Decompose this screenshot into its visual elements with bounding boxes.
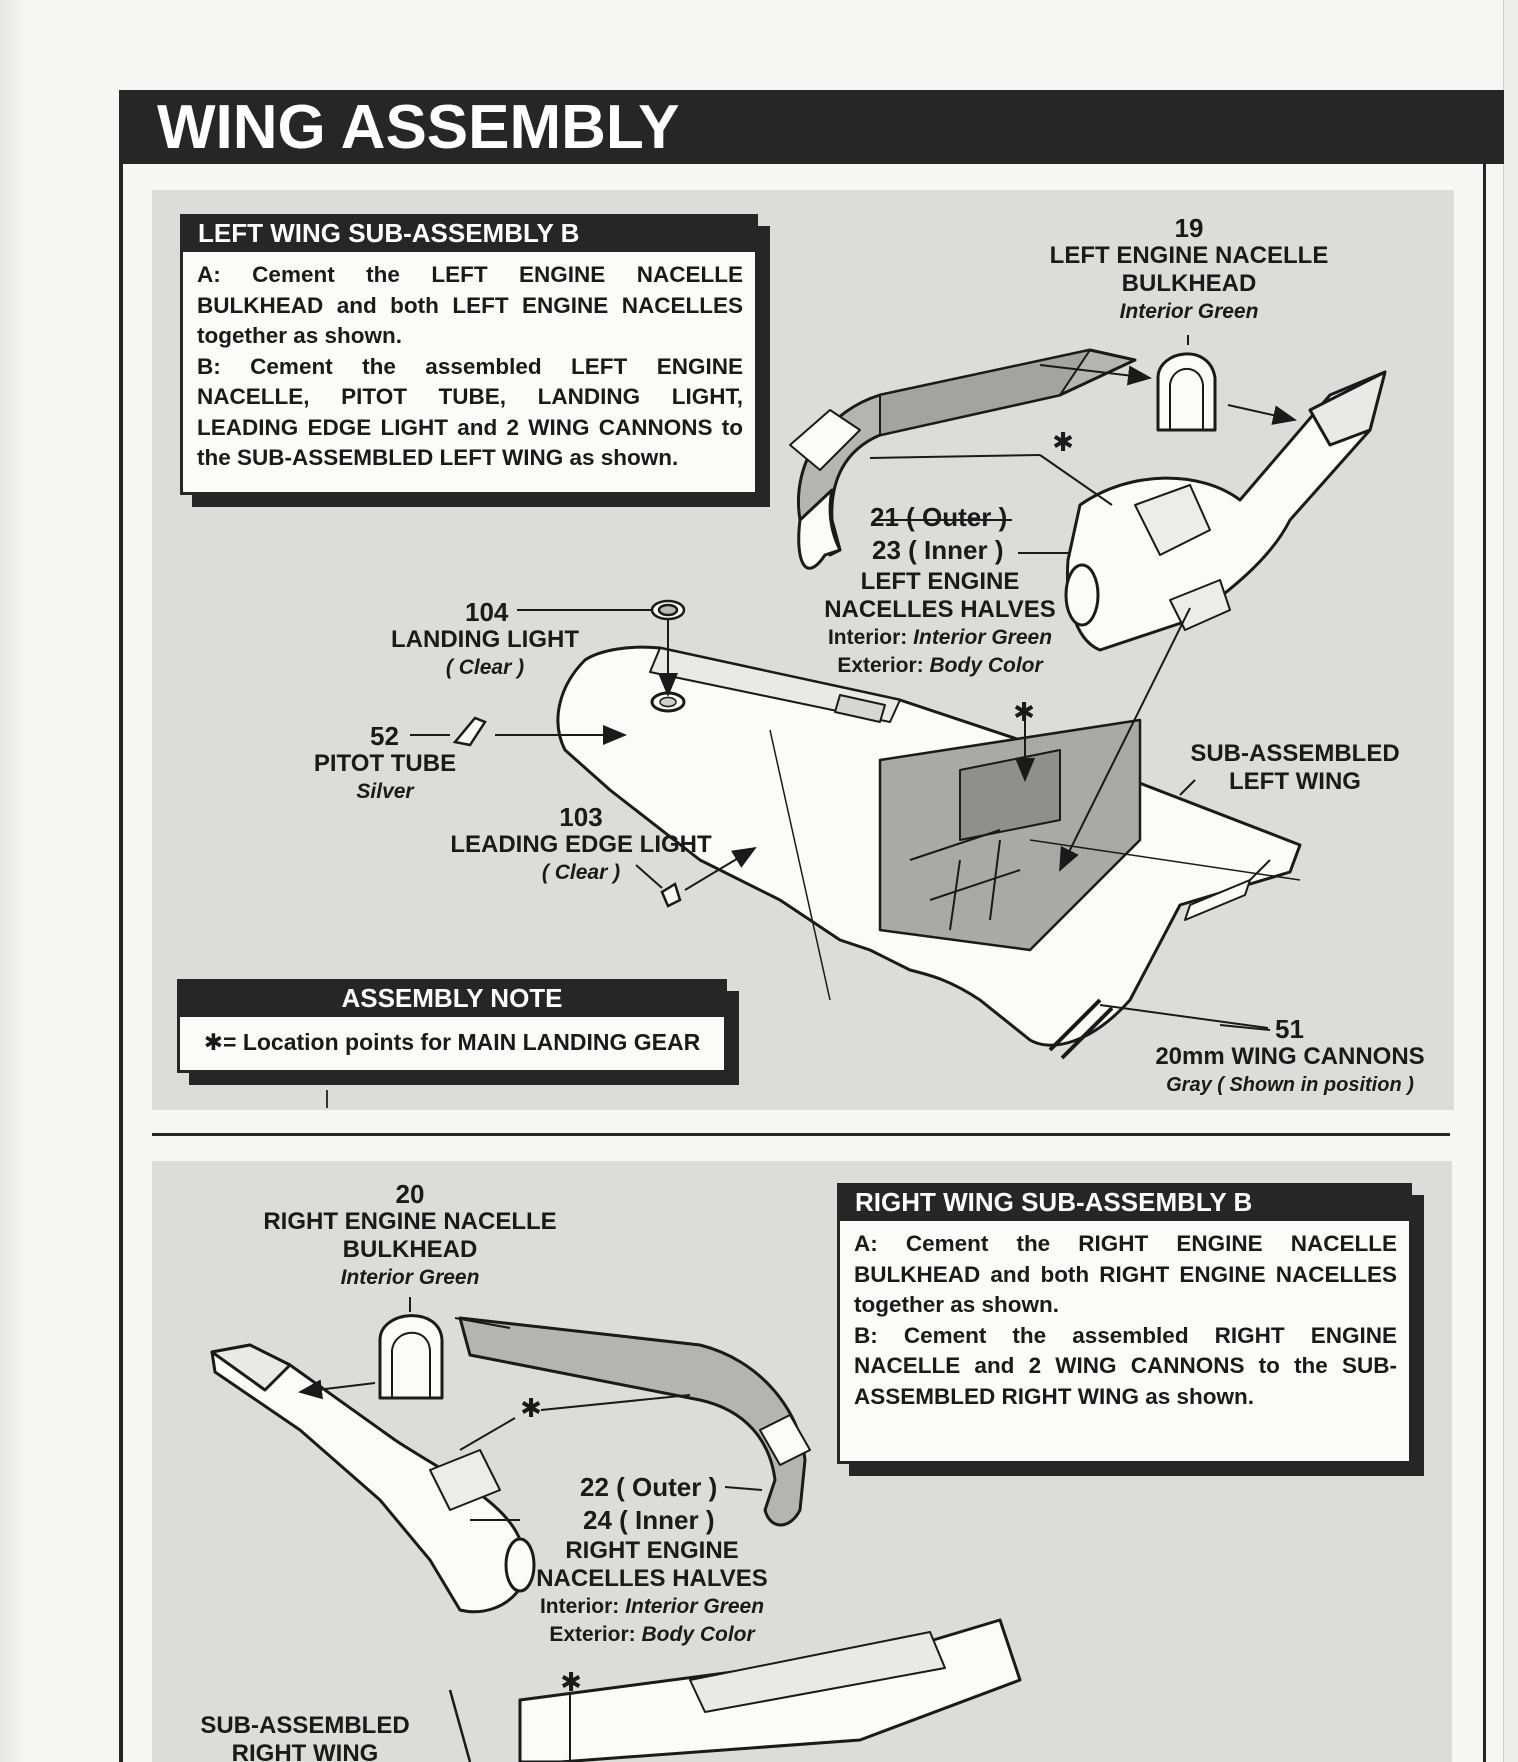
left-nacelles-label: LEFT ENGINE NACELLES HALVES Interior: In… — [815, 568, 1065, 680]
asterisk-marker: ✱ — [560, 1667, 582, 1697]
part-name: RIGHT ENGINE — [565, 1537, 739, 1564]
asterisk-marker: ✱ — [520, 1393, 542, 1423]
page-edge — [0, 0, 28, 1762]
right-nacelle-drawing — [210, 1314, 1022, 1762]
asterisk-marker: ✱ — [1013, 697, 1035, 727]
interior-color: Interior Green — [913, 626, 1053, 649]
left-step-b: B: Cement the assembled LEFT ENGINE NACE… — [197, 353, 743, 471]
part-name: BULKHEAD — [342, 1236, 478, 1263]
part-number: 52 — [370, 721, 399, 751]
part-name: SUB-ASSEMBLED — [1190, 740, 1400, 767]
part-name: RIGHT ENGINE NACELLE — [263, 1208, 557, 1235]
part-23-label: 23 ( Inner ) — [872, 535, 1004, 565]
print-mark — [326, 1090, 328, 1108]
part-color: Interior Green — [1119, 300, 1259, 323]
assembly-note-header: ASSEMBLY NOTE — [177, 979, 727, 1017]
part-color: Silver — [356, 780, 414, 803]
part-name: 20mm WING CANNONS — [1155, 1043, 1425, 1070]
part-20-label: 20 RIGHT ENGINE NACELLE BULKHEAD Interio… — [255, 1180, 565, 1292]
assembly-note-box: ASSEMBLY NOTE ✱= Location points for MAI… — [177, 979, 739, 1085]
left-wing-drawing — [556, 645, 1302, 1060]
part-24-label: 24 ( Inner ) — [583, 1505, 715, 1535]
right-wing-label: SUB-ASSEMBLED RIGHT WING — [195, 1712, 415, 1762]
part-number: 104 — [465, 597, 509, 627]
left-wing-label: SUB-ASSEMBLED LEFT WING — [1190, 740, 1400, 796]
part-52-label: 52 PITOT TUBE Silver — [310, 722, 460, 806]
pitot-tube-part — [452, 716, 487, 747]
right-nacelles-label: RIGHT ENGINE NACELLES HALVES Interior: I… — [532, 1537, 772, 1649]
part-name: RIGHT WING — [231, 1740, 379, 1762]
page-title: WING ASSEMBLY — [157, 93, 680, 162]
left-wing-leaders — [410, 335, 1297, 1031]
part-51-label: 51 20mm WING CANNONS Gray ( Shown in pos… — [1150, 1015, 1430, 1099]
part-name: SUB-ASSEMBLED — [200, 1712, 410, 1739]
title-bar: WING ASSEMBLY — [119, 90, 1504, 164]
left-wing-instructions: LEFT WING SUB-ASSEMBLY B A: Cement the L… — [180, 214, 770, 507]
part-color: Gray ( Shown in position ) — [1166, 1074, 1414, 1096]
part-name: LANDING LIGHT — [391, 626, 579, 653]
part-color: ( Clear ) — [445, 656, 525, 679]
part-color: Interior Green — [340, 1266, 480, 1289]
part-number: 20 — [395, 1179, 425, 1209]
part-name: LEFT ENGINE NACELLE — [1049, 242, 1329, 269]
part-name: LEFT ENGINE — [860, 568, 1020, 595]
interior-color: Interior Green — [625, 1595, 765, 1618]
exterior-color: Body Color — [641, 1623, 755, 1646]
interior-label: Interior: — [539, 1595, 620, 1618]
right-step-a: A: Cement the RIGHT ENGINE NACELLE BULKH… — [854, 1231, 1397, 1317]
exterior-label: Exterior: — [837, 654, 924, 677]
right-wing-header: RIGHT WING SUB-ASSEMBLY B — [837, 1183, 1412, 1221]
right-wing-leaders — [298, 1297, 763, 1762]
exterior-label: Exterior: — [549, 1623, 636, 1646]
right-step-b: B: Cement the assembled RIGHT ENGINE NAC… — [854, 1322, 1397, 1409]
part-22-label: 22 ( Outer ) — [580, 1472, 718, 1502]
part-name: NACELLES HALVES — [824, 596, 1056, 623]
asterisk-marker: ✱ — [1052, 427, 1074, 457]
part-21-label: 21 ( Outer ) — [870, 502, 1008, 532]
right-wing-instructions: RIGHT WING SUB-ASSEMBLY B A: Cement the … — [837, 1183, 1424, 1476]
part-name: NACELLES HALVES — [536, 1565, 768, 1592]
part-name: LEADING EDGE LIGHT — [450, 831, 712, 858]
assembly-note-text: ✱= Location points for MAIN LANDING GEAR — [177, 1017, 727, 1073]
left-wing-header: LEFT WING SUB-ASSEMBLY B — [180, 214, 758, 252]
left-step-a: A: Cement the LEFT ENGINE NACELLE BULKHE… — [197, 262, 743, 348]
part-19-label: 19 LEFT ENGINE NACELLE BULKHEAD Interior… — [1030, 214, 1348, 326]
part-number: 19 — [1174, 213, 1204, 243]
part-103-label: 103 LEADING EDGE LIGHT ( Clear ) — [450, 803, 712, 887]
part-number: 51 — [1275, 1014, 1304, 1044]
exterior-color: Body Color — [929, 654, 1043, 677]
interior-label: Interior: — [827, 626, 908, 649]
page-edge-right — [1503, 0, 1518, 1762]
leading-edge-light-part — [660, 882, 682, 908]
left-wing-steps: A: Cement the LEFT ENGINE NACELLE BULKHE… — [180, 252, 758, 495]
section-divider — [152, 1133, 1450, 1136]
left-nacelle-drawing — [789, 348, 1387, 652]
part-color: ( Clear ) — [541, 861, 621, 884]
part-name: BULKHEAD — [1121, 270, 1257, 297]
part-name: PITOT TUBE — [313, 750, 457, 777]
part-104-label: 104 LANDING LIGHT ( Clear ) — [390, 598, 580, 682]
part-name: LEFT WING — [1229, 768, 1361, 795]
part-number: 103 — [559, 802, 603, 832]
right-wing-steps: A: Cement the RIGHT ENGINE NACELLE BULKH… — [837, 1221, 1412, 1464]
